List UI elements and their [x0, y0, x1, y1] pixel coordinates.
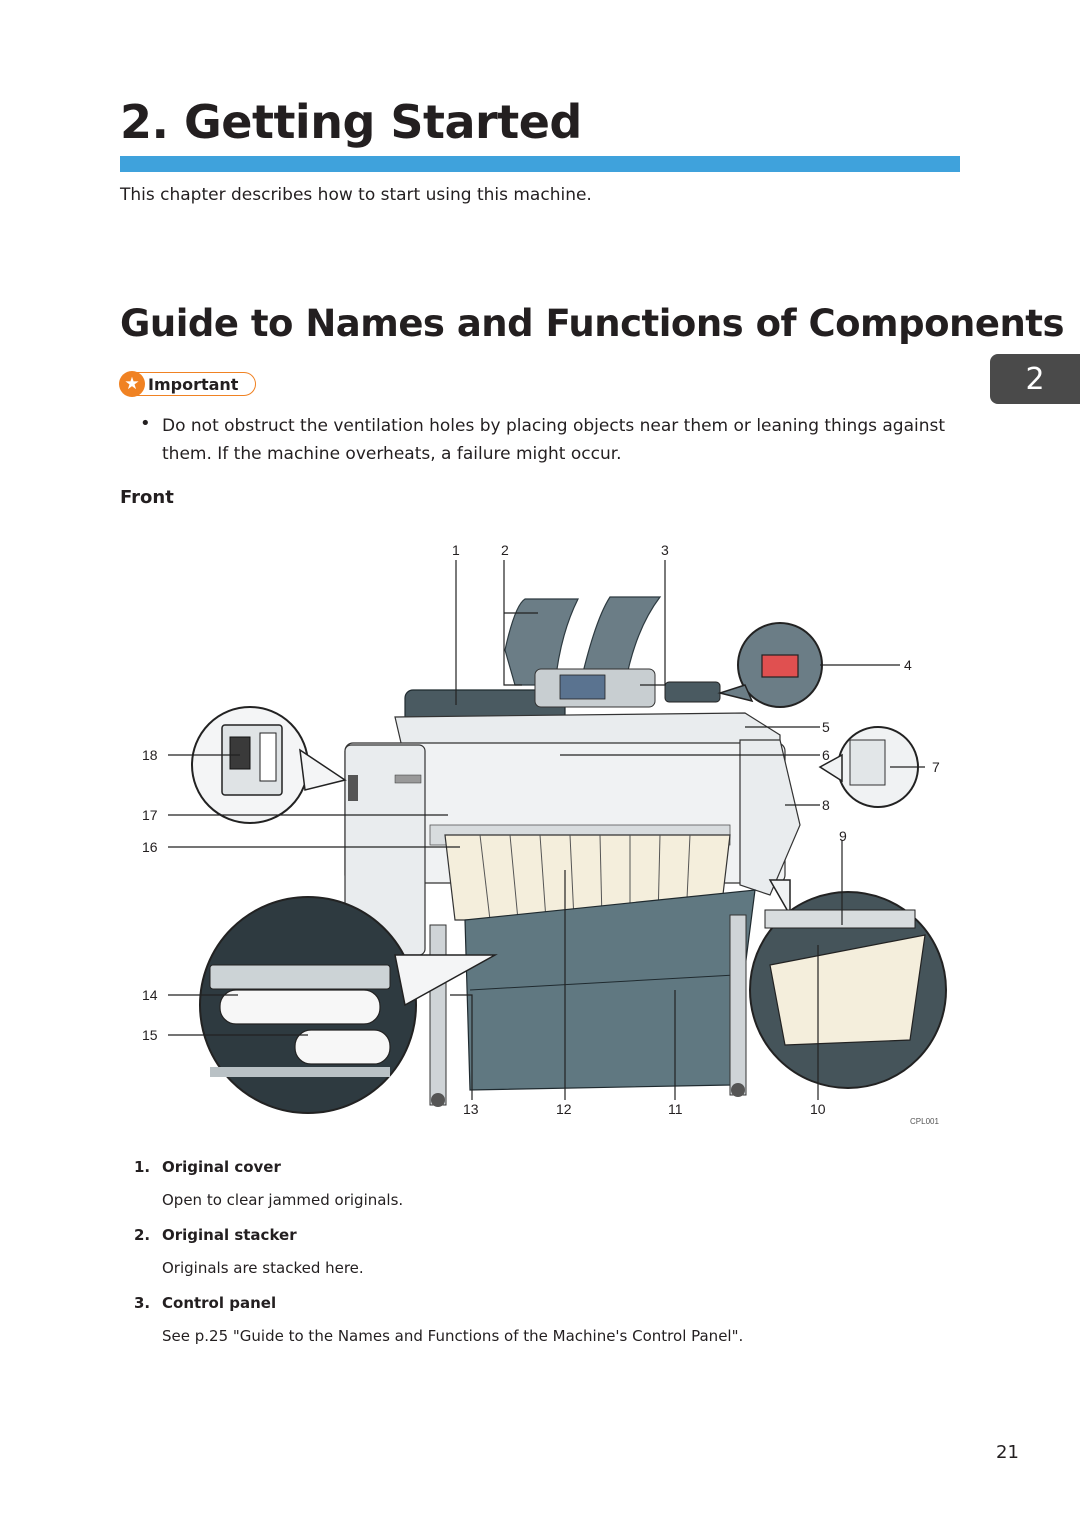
- item-name: Original stacker: [162, 1226, 297, 1244]
- callout-6: 6: [822, 747, 830, 763]
- figure-code: CPL001: [910, 1117, 939, 1126]
- page-number: 21: [996, 1442, 1019, 1463]
- front-label: Front: [120, 487, 174, 508]
- star-icon: ★: [119, 371, 145, 397]
- callout-13: 13: [463, 1101, 479, 1117]
- paper-basket: [464, 889, 756, 1091]
- callout-5: 5: [822, 719, 830, 735]
- item-name: Control panel: [162, 1294, 277, 1312]
- callout-7: 7: [932, 759, 940, 775]
- right-side-panel: [739, 739, 801, 896]
- callout-17: 17: [142, 807, 158, 823]
- item-description: Open to clear jammed originals.: [162, 1191, 404, 1209]
- callout-9: 9: [839, 828, 847, 844]
- callout-11: 11: [668, 1101, 683, 1117]
- callout-14: 14: [142, 987, 158, 1003]
- important-badge: ★ Important: [119, 371, 256, 397]
- chapter-title: 2. Getting Started: [120, 95, 582, 149]
- important-bullet-text: Do not obstruct the ventilation holes by…: [162, 416, 946, 464]
- bullet-dot: •: [140, 413, 151, 434]
- callout-3: 3: [661, 542, 669, 558]
- section-title: Guide to Names and Functions of Componen…: [120, 302, 1065, 345]
- item-description[interactable]: See p.25 "Guide to the Names and Functio…: [162, 1327, 744, 1345]
- item-name: Original cover: [162, 1158, 281, 1176]
- chapter-intro: This chapter describes how to start usin…: [120, 185, 592, 205]
- callout-18: 18: [142, 747, 158, 763]
- item-number: 3.: [134, 1294, 151, 1312]
- original-stacker-right: [579, 596, 662, 686]
- machine-front-diagram: 1 2 3 4 5 6 7 8 9 10 11 12 13 14 15 16 1…: [142, 542, 947, 1126]
- callout-8: 8: [822, 797, 830, 813]
- item-number: 1.: [134, 1158, 151, 1176]
- callout-1: 1: [452, 542, 460, 558]
- item-description: Originals are stacked here.: [162, 1259, 364, 1277]
- chapter-tab[interactable]: 2: [990, 354, 1080, 404]
- stand-left: [429, 924, 447, 1106]
- item-number: 2.: [134, 1226, 151, 1244]
- callout-15: 15: [142, 1027, 158, 1043]
- important-label: Important: [148, 374, 239, 394]
- callout-2: 2: [501, 542, 509, 558]
- paper-roll-upper: [219, 989, 381, 1025]
- paper-roll-lower: [294, 1029, 391, 1065]
- callout-4: 4: [904, 657, 912, 673]
- callout-16: 16: [142, 839, 158, 855]
- callout-12: 12: [556, 1101, 572, 1117]
- callout-10: 10: [810, 1101, 826, 1117]
- stand-right: [729, 914, 747, 1096]
- title-rule: [120, 156, 960, 172]
